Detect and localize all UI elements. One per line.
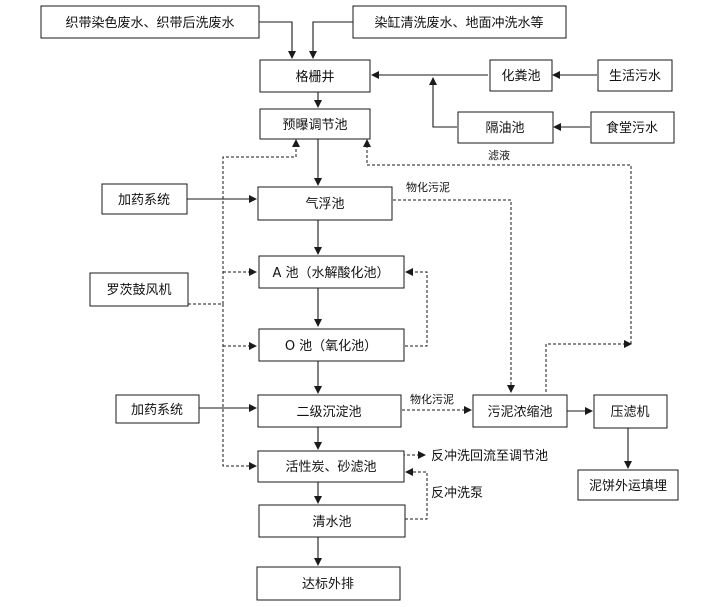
node-blower: 罗茨鼓风机 <box>89 272 189 307</box>
node-label: 污泥浓缩池 <box>487 404 552 420</box>
node-label: O 池（氧化池） <box>285 339 377 354</box>
node-label: 隔油池 <box>485 121 524 136</box>
node-label: 格栅井 <box>295 69 334 85</box>
node-carbon-sand-filter: 活性炭、砂滤池 <box>257 450 405 483</box>
label-filtrate: 滤液 <box>488 148 510 162</box>
node-canteen-sewage: 食堂污水 <box>590 111 675 144</box>
node-label: 压滤机 <box>610 405 649 420</box>
node-label: 加药系统 <box>118 193 170 208</box>
node-oil-separator: 隔油池 <box>457 111 554 144</box>
node-label: 食堂污水 <box>606 120 658 136</box>
node-label: 二级沉淀池 <box>296 405 361 420</box>
node-flotation: 气浮池 <box>257 186 393 221</box>
node-pool-o: O 池（氧化池） <box>258 328 405 362</box>
node-sludge-thickener: 污泥浓缩池 <box>472 394 568 428</box>
label-physchem-sludge-1: 物化污泥 <box>406 180 450 194</box>
node-pool-a: A 池（水解酸化池） <box>258 255 405 289</box>
node-clear-water: 清水池 <box>258 504 406 538</box>
node-discharge: 达标外排 <box>256 566 401 601</box>
node-dye-wastewater: 织带染色废水、织带后洗废水 <box>40 5 260 39</box>
node-pre-aeration: 预曝调节池 <box>259 108 371 140</box>
node-filter-press: 压滤机 <box>593 394 668 429</box>
node-label: A 池（水解酸化池） <box>272 266 389 281</box>
node-vat-wash: 染缸清洗废水、地面冲洗水等 <box>352 5 567 39</box>
node-secondary-settling: 二级沉淀池 <box>257 394 402 428</box>
node-domestic-sewage: 生活污水 <box>597 59 673 92</box>
node-label: 罗茨鼓风机 <box>106 283 171 298</box>
node-label: 泥饼外运填埋 <box>589 479 667 494</box>
node-label: 织带染色废水、织带后洗废水 <box>65 15 234 31</box>
node-label: 达标外排 <box>302 577 354 592</box>
label-physchem-sludge-2: 物化污泥 <box>410 392 454 406</box>
node-dosing-2: 加药系统 <box>115 394 200 424</box>
node-grid-well: 格栅井 <box>259 59 371 93</box>
node-label: 气浮池 <box>305 196 344 212</box>
node-label: 生活污水 <box>609 69 661 84</box>
node-label: 化粪池 <box>501 69 540 84</box>
solid-flow-lines <box>187 21 632 566</box>
node-label: 加药系统 <box>131 403 183 418</box>
node-label: 预曝调节池 <box>282 118 347 133</box>
node-dosing-1: 加药系统 <box>101 183 188 215</box>
node-label: 清水池 <box>312 515 351 530</box>
node-septic-tank: 化粪池 <box>489 59 553 92</box>
node-label: 染缸清洗废水、地面冲洗水等 <box>374 15 543 31</box>
dashed-flow-lines <box>188 139 632 520</box>
node-label: 活性炭、砂滤池 <box>285 460 376 475</box>
node-cake-landfill: 泥饼外运填埋 <box>577 469 679 501</box>
label-backwash-return: 反冲洗回流至调节池 <box>431 449 548 464</box>
label-backwash-pump: 反冲洗泵 <box>431 486 483 501</box>
